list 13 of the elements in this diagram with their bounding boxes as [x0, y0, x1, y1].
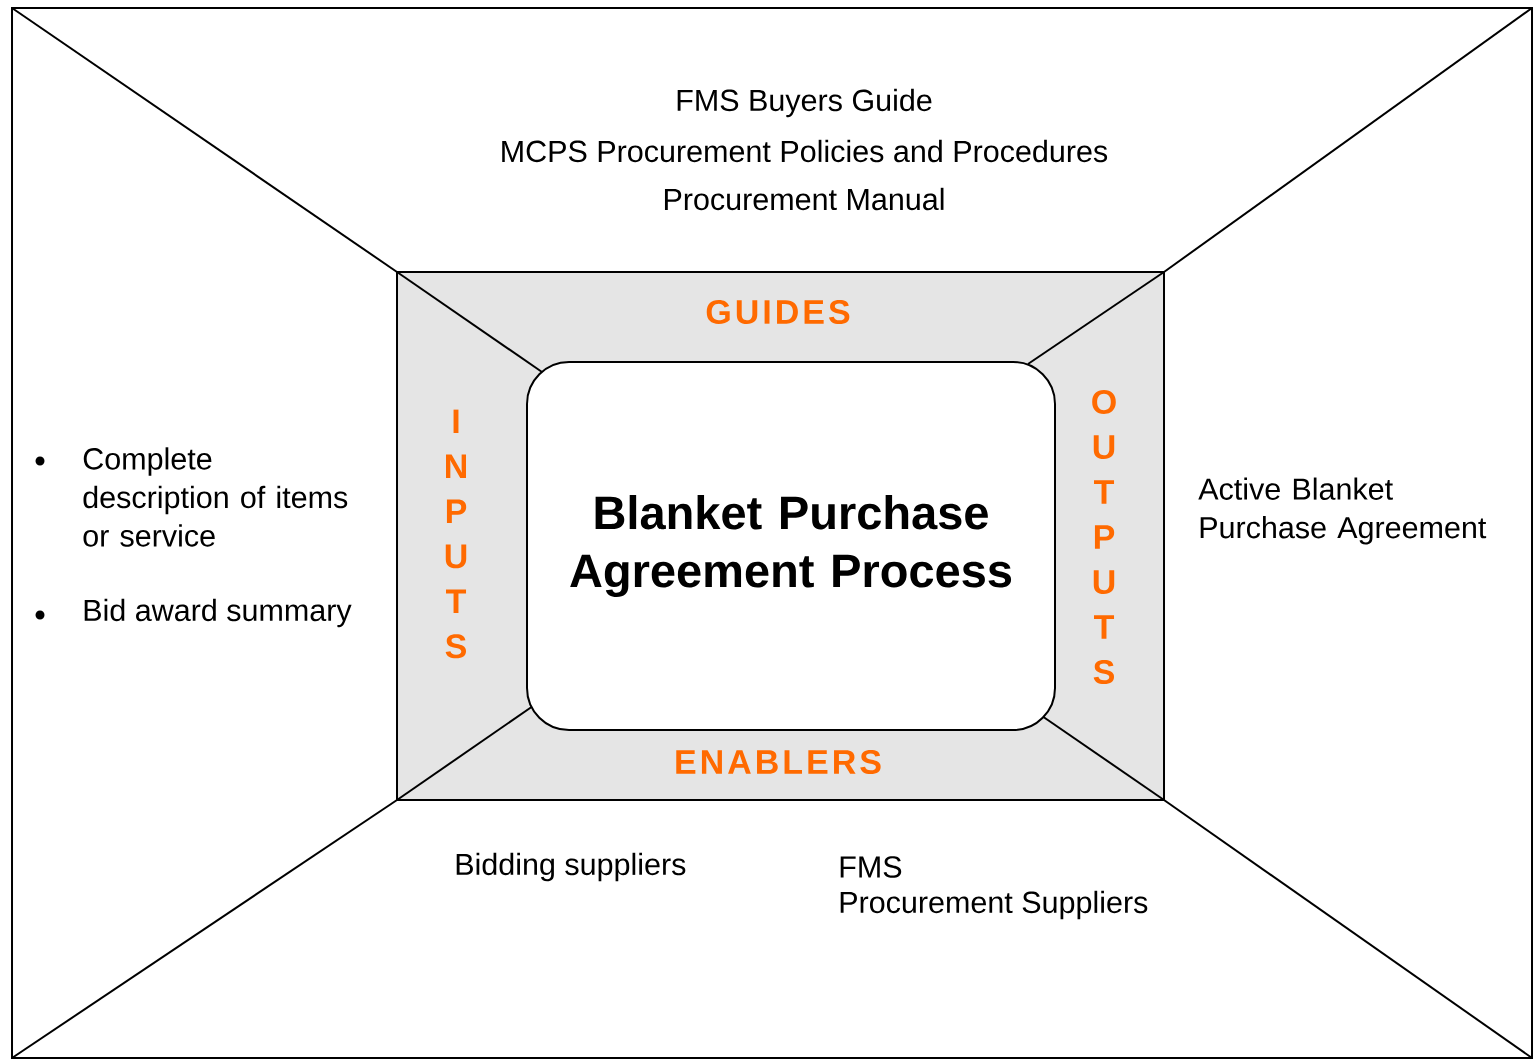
enabler-text: FMS: [840, 856, 902, 878]
section-heading: GUIDES: [706, 299, 850, 324]
enabler-text: Bidding suppliers: [456, 852, 686, 882]
guide-text: FMS Buyers Guide: [677, 88, 932, 118]
input-item: Complete description of items or service: [83, 447, 348, 547]
section-heading: OUTPUTS: [1092, 389, 1116, 684]
enabler-text: Procurement Suppliers: [840, 890, 1148, 920]
section-heading: INPUTS: [445, 409, 467, 659]
output-text: Active Blanket Purchase Agreement: [1198, 477, 1487, 545]
process-box: Blanket Purchase Agreement Process: [526, 361, 1056, 731]
guide-text: Procurement Manual: [664, 187, 944, 211]
guide-text: MCPS Procurement Policies and Procedures: [502, 139, 1108, 163]
input-item: Bid award summary: [84, 598, 352, 628]
